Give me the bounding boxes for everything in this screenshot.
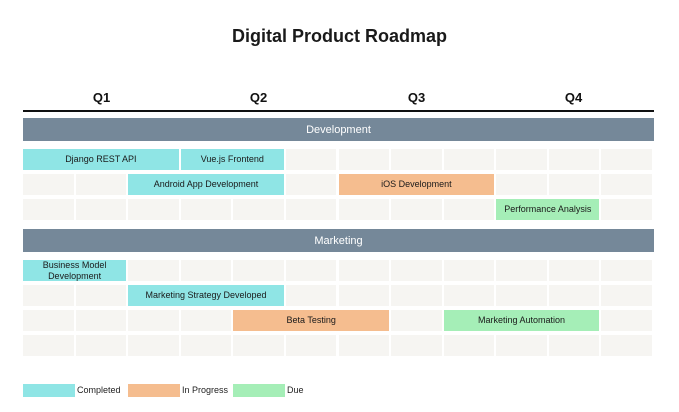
grid-cell <box>496 174 547 195</box>
grid-cell <box>601 260 652 281</box>
quarter-label-q3: Q3 <box>407 90 426 105</box>
grid-cell <box>548 174 600 195</box>
grid-cell <box>601 310 652 331</box>
grid-cell <box>601 199 652 220</box>
grid-cell <box>496 260 547 281</box>
legend-label-in-progress: In Progress <box>182 385 229 395</box>
grid-cell <box>601 174 652 195</box>
legend-label-due: Due <box>287 385 304 395</box>
grid-cell <box>496 335 547 356</box>
task-bar[interactable]: Marketing Automation <box>443 310 600 331</box>
grid-cell <box>285 199 337 220</box>
grid-cell <box>23 335 74 356</box>
grid-cell <box>443 285 495 306</box>
grid-cell <box>233 199 284 220</box>
legend-swatch-due <box>233 383 285 397</box>
grid-cell <box>338 199 390 220</box>
grid-cell <box>443 199 495 220</box>
legend-item-in-progress: In Progress <box>128 383 228 397</box>
task-bar[interactable]: Android App Development <box>128 174 284 195</box>
task-bar[interactable]: Performance Analysis <box>496 199 600 220</box>
grid-cell <box>75 174 127 195</box>
grid-cell <box>601 285 652 306</box>
grid-cell <box>23 285 74 306</box>
task-bar[interactable]: Django REST API <box>23 149 179 170</box>
grid-cell <box>233 335 284 356</box>
grid-cell <box>338 335 390 356</box>
quarter-label-q2: Q2 <box>249 90 268 105</box>
legend-item-completed: Completed <box>23 383 121 397</box>
grid-cell <box>391 260 442 281</box>
quarter-header: Q1 Q2 Q3 Q4 <box>23 90 654 108</box>
task-bar[interactable]: Beta Testing <box>233 310 390 331</box>
grid-cell <box>23 199 74 220</box>
grid-cell <box>391 335 442 356</box>
grid-cell <box>338 260 390 281</box>
task-bar[interactable]: Vue.js Frontend <box>180 149 284 170</box>
grid-cell <box>128 199 179 220</box>
task-bar[interactable]: Marketing Strategy Developed <box>128 285 284 306</box>
grid-cell <box>443 260 495 281</box>
grid-cell <box>601 335 652 356</box>
grid-cell <box>285 260 337 281</box>
quarter-label-q1: Q1 <box>92 90 111 105</box>
grid-cell <box>285 149 337 170</box>
grid-cell <box>233 260 284 281</box>
grid-cell <box>285 335 337 356</box>
grid-cell <box>75 199 127 220</box>
grid-cell <box>601 149 652 170</box>
task-bar[interactable]: iOS Development <box>338 174 495 195</box>
grid-cell <box>180 260 232 281</box>
header-divider <box>23 110 654 112</box>
grid-cell <box>23 310 74 331</box>
section-header-marketing: Marketing <box>23 229 654 252</box>
grid-cell <box>391 149 442 170</box>
grid-cell <box>443 335 495 356</box>
grid-cell <box>391 199 442 220</box>
grid-cell <box>338 149 390 170</box>
grid-cell <box>548 149 600 170</box>
grid-cell <box>496 285 547 306</box>
grid-cell <box>548 335 600 356</box>
legend-label-completed: Completed <box>77 385 121 395</box>
grid-cell <box>75 335 127 356</box>
grid-cell <box>391 285 442 306</box>
grid-cell <box>496 149 547 170</box>
grid-cell <box>128 335 179 356</box>
legend-item-due: Due <box>233 383 304 397</box>
grid-cell <box>75 285 127 306</box>
grid-cell <box>23 174 74 195</box>
quarter-label-q4: Q4 <box>564 90 583 105</box>
grid-cell <box>180 199 232 220</box>
section-header-development: Development <box>23 118 654 141</box>
grid-cell <box>285 285 337 306</box>
grid-cell <box>548 285 600 306</box>
grid-cell <box>180 310 232 331</box>
legend-swatch-completed <box>23 383 75 397</box>
grid-cell <box>391 310 442 331</box>
grid-cell <box>128 310 179 331</box>
grid-cell <box>443 149 495 170</box>
task-bar[interactable]: Business Model Development <box>23 260 127 281</box>
grid-cell <box>285 174 337 195</box>
grid-cell <box>128 260 179 281</box>
grid-cell <box>75 310 127 331</box>
grid-cell <box>180 335 232 356</box>
page-title: Digital Product Roadmap <box>231 26 447 46</box>
legend-swatch-in-progress <box>128 383 180 397</box>
grid-cell <box>338 285 390 306</box>
grid-cell <box>548 260 600 281</box>
